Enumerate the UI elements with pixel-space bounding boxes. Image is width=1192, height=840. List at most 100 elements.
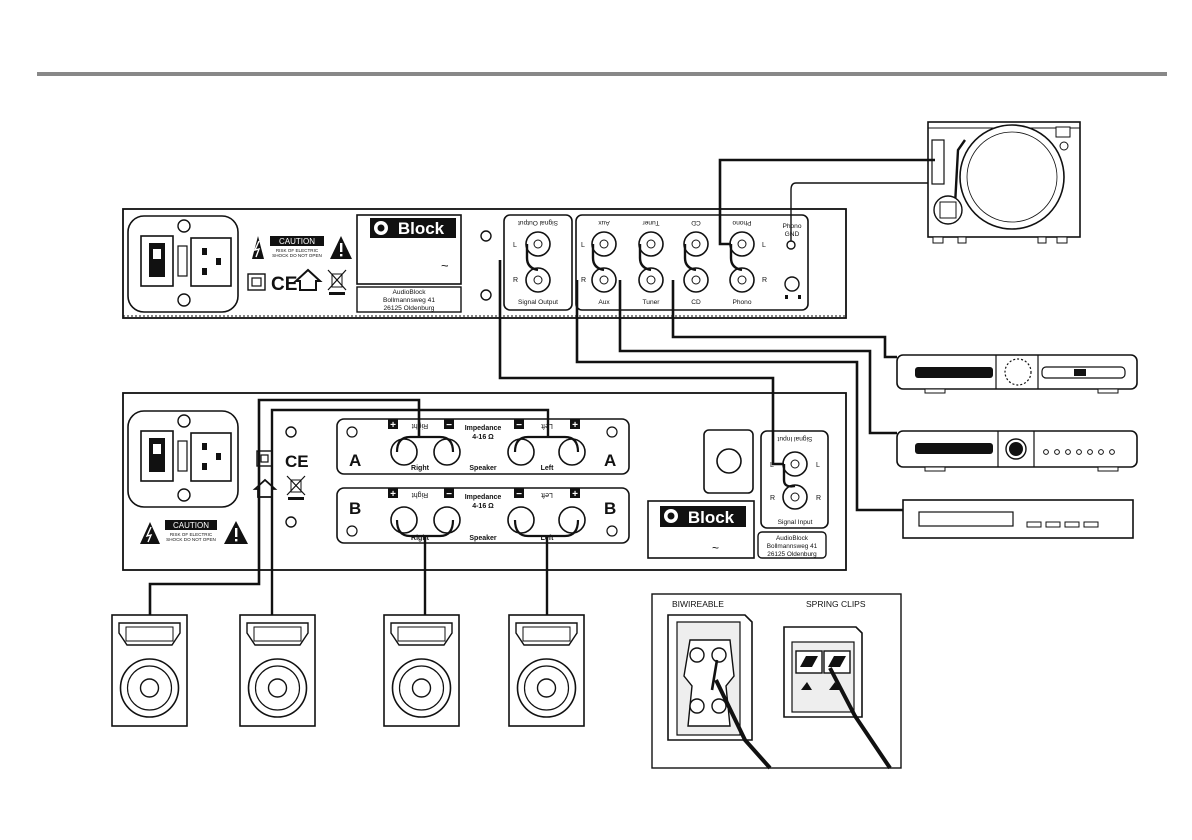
preamp-ac-symbol: ~ (441, 258, 449, 273)
cd-rca-right[interactable] (683, 267, 709, 293)
phono-rca-left[interactable] (729, 231, 755, 257)
aux-top-label: Aux (598, 219, 610, 226)
phono-gnd-terminal[interactable] (786, 240, 796, 250)
speaker-a-ohms: 4-16 Ω (472, 434, 494, 441)
speaker-b-left-plus-post[interactable] (558, 506, 586, 534)
cables (148, 158, 935, 615)
speaker-b-ohms: 4-16 Ω (472, 503, 494, 510)
minus-sign: − (516, 420, 522, 431)
preamp-output-l: L (513, 242, 517, 249)
cable-tuner (618, 280, 897, 435)
amp-power-inlet (127, 410, 239, 508)
aux-rca-right[interactable] (591, 267, 617, 293)
speaker-terminal-a: A A + − − + Right Left Impedance 4-16 Ω … (336, 418, 630, 475)
minus-sign: − (446, 420, 452, 431)
speaker-a-letter: A (349, 451, 361, 470)
speaker-1 (111, 614, 188, 727)
phono-top-label: Phono (732, 219, 751, 226)
tuner-rca-left[interactable] (638, 231, 664, 257)
preamp-address-line3: 26125 Oldenburg (384, 305, 435, 312)
amp-ac-symbol: ~ (712, 541, 719, 555)
cable-speaker-1 (148, 398, 421, 615)
phono-bottom-label: Phono (732, 299, 751, 306)
cable-phono-ground (790, 182, 928, 241)
preamp-ce-mark: CE (271, 274, 297, 295)
amp-input-top-label: Signal Input (777, 435, 812, 442)
speaker-a-left-plus-post[interactable] (558, 438, 586, 466)
preamp-output-r: R (513, 277, 518, 284)
plus-sign: + (390, 489, 396, 500)
speaker-b-speaker: Speaker (469, 535, 497, 542)
amp-input-rca-left[interactable] (782, 451, 808, 477)
output-rca-left[interactable] (525, 231, 551, 257)
cd-rca-left[interactable] (683, 231, 709, 257)
speaker-4 (508, 614, 585, 727)
terminal-inset: BIWIREABLE SPRING CLIPS (651, 593, 902, 770)
amp-signal-input: Signal Input Signal Input L R L R (760, 430, 829, 529)
amp-address-line1: AudioBlock (776, 535, 809, 542)
preamp-screw (480, 230, 492, 242)
tuner-top-label: Tuner (642, 219, 660, 226)
speaker-b-right-minus-post[interactable] (433, 506, 461, 534)
tuner-bottom-label: Tuner (643, 299, 661, 306)
preamp-output-top-label: Signal Output (518, 219, 558, 226)
preamp-address-line1: AudioBlock (393, 289, 427, 296)
cable-cd (671, 280, 897, 359)
speaker-b-left-minus-post[interactable] (507, 506, 535, 534)
preamp-caution-line1: RISK OF ELECTRIC (276, 248, 319, 253)
output-rca-right[interactable] (525, 267, 551, 293)
amp-input-r: R (770, 495, 775, 502)
amp-caution-line2: SHOCK DO NOT OPEN (166, 537, 216, 542)
biwireable-terminal (667, 614, 772, 770)
preamp-brand-plate: Block ~ AudioBlock Bollmannsweg 41 26125… (356, 214, 462, 313)
phono-r-mark: R (762, 277, 767, 284)
minus-sign: − (446, 489, 452, 500)
aux-device (902, 499, 1134, 539)
preamp-compliance-icons: CE (247, 268, 347, 295)
amp-ce-mark: CE (285, 452, 309, 471)
amp-caution-line1: RISK OF ELECTRIC (170, 532, 213, 537)
amp-caution-title: CAUTION (173, 521, 209, 530)
preamp-back-panel: CAUTION RISK OF ELECTRIC SHOCK DO NOT OP… (122, 208, 847, 319)
amp-input-l: L (770, 462, 774, 469)
speaker-3 (383, 614, 460, 727)
speaker-a-speaker: Speaker (469, 465, 497, 472)
indoor-use-icon (293, 268, 323, 291)
preamp-status-knob (784, 276, 800, 292)
plus-sign: + (572, 489, 578, 500)
speaker-a-right-plus-post[interactable] (390, 438, 418, 466)
speaker-b-letter: B (349, 499, 361, 518)
amp-input-bottom-label: Signal Input (778, 519, 813, 526)
speaker-b-right-plus-post[interactable] (390, 506, 418, 534)
amp-fuse-knob[interactable] (716, 448, 742, 474)
phono-gnd-line2: GND (785, 231, 800, 238)
aux-rca-left[interactable] (591, 231, 617, 257)
amp-input-l-mirror: L (816, 462, 820, 469)
speaker-a-left-minus-post[interactable] (507, 438, 535, 466)
tuner-rca-right[interactable] (638, 267, 664, 293)
preamp-address-line2: Bollmannsweg 41 (383, 297, 435, 304)
amp-input-rca-right[interactable] (782, 484, 808, 510)
preamp-input-right-label: R (581, 277, 586, 284)
plus-sign: + (572, 420, 578, 431)
preamp-caution-line2: SHOCK DO NOT OPEN (272, 253, 322, 258)
speaker-a-letter-mirror: A (604, 451, 616, 470)
speaker-b-bottom-right: Right (411, 535, 430, 542)
amp-brand: Block (688, 508, 735, 527)
preamp-output-bottom-label: Signal Output (518, 299, 558, 306)
phono-gnd-line1: Phono (782, 223, 801, 230)
cd-bottom-label: CD (691, 299, 701, 306)
speaker-b-letter-mirror: B (604, 499, 616, 518)
spring-clip-terminal (783, 626, 892, 770)
amp-back-panel: CAUTION RISK OF ELECTRIC SHOCK DO NOT OP… (122, 392, 847, 571)
phono-rca-right[interactable] (729, 267, 755, 293)
amp-caution-label: CAUTION RISK OF ELECTRIC SHOCK DO NOT OP… (140, 520, 248, 544)
speaker-a-right-minus-post[interactable] (433, 438, 461, 466)
amp-input-r-mirror: R (816, 495, 821, 502)
cd-player (896, 354, 1138, 394)
cable-turntable-phono (718, 158, 935, 246)
aux-bottom-label: Aux (598, 299, 610, 306)
preamp-power-inlet (127, 215, 239, 313)
speaker-b-impedance: Impedance (465, 494, 502, 501)
